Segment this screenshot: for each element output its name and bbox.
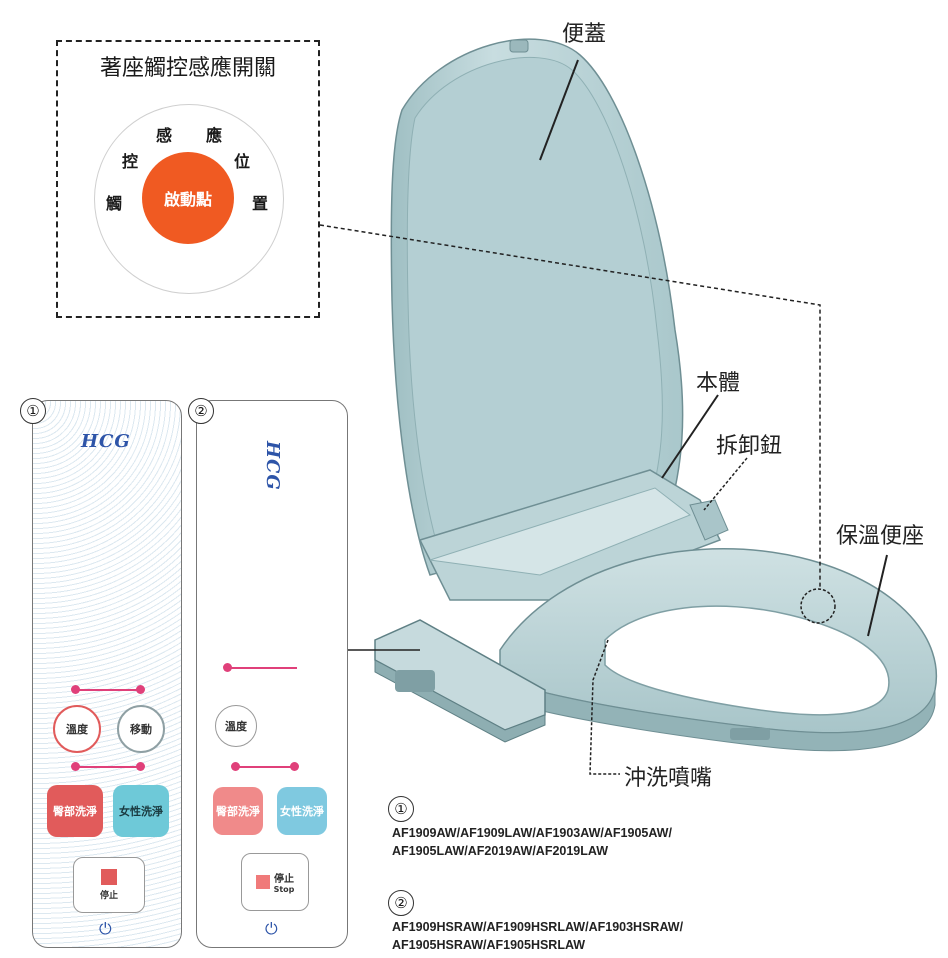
model-group-2-line-1: AF1909HSRAW/AF1909HSRLAW/AF1903HSRAW/ (392, 920, 684, 934)
power-icon: ⏻ (99, 919, 112, 938)
remote-2-rear-wash-button[interactable]: 臀部洗淨 (213, 787, 263, 835)
remote-2-temp-button[interactable]: 溫度 (215, 705, 257, 747)
activation-point: 啟動點 (142, 152, 234, 244)
stop-square-icon (101, 869, 117, 885)
ring-char-1: 感 (156, 126, 173, 145)
remote-1-move-button[interactable]: 移動 (117, 705, 165, 753)
model-group-2-line-2: AF1905HSRAW/AF1905HSRLAW (392, 938, 586, 952)
remote-1-stop-label: 停止 (99, 891, 118, 901)
ring-char-5: 觸 (106, 194, 123, 213)
remote-2-stop-label-en: Stop (273, 885, 295, 894)
label-nozzle: 沖洗噴嘴 (624, 766, 713, 791)
ring-char-6: 置 (252, 194, 269, 213)
sensor-callout-title: 著座觸控感應開關 (99, 56, 276, 81)
remote-1-rear-wash-button[interactable]: 臀部洗淨 (47, 785, 103, 837)
label-lid: 便蓋 (562, 22, 607, 47)
ring-char-3: 控 (122, 152, 139, 171)
label-heated-seat: 保溫便座 (836, 524, 925, 549)
remote-1: HCG 溫度 移動 臀部洗淨 女性洗淨 停止 ⏻ (32, 400, 182, 948)
ring-char-4: 位 (234, 152, 251, 171)
remote-2-front-wash-button[interactable]: 女性洗淨 (277, 787, 327, 835)
ring-char-2: 應 (206, 126, 223, 145)
remote-2-logo: HCG (262, 441, 283, 491)
remote-1-number: ① (20, 398, 46, 424)
remote-1-front-wash-button[interactable]: 女性洗淨 (113, 785, 169, 837)
stop-square-icon (255, 875, 270, 889)
sensor-position-marker (800, 588, 836, 624)
remote-1-stop-button[interactable]: 停止 (73, 857, 145, 913)
model-group-1-number: ① (388, 796, 414, 822)
remote-1-logo: HCG (81, 431, 131, 452)
remote-2-number: ② (188, 398, 214, 424)
power-icon: ⏻ (265, 919, 278, 938)
model-group-2-number: ② (388, 890, 414, 916)
model-group-1-line-2: AF1905LAW/AF2019AW/AF2019LAW (392, 844, 609, 858)
label-release-button: 拆卸鈕 (716, 434, 783, 459)
remote-1-temp-button[interactable]: 溫度 (53, 705, 101, 753)
remote-2-stop-button[interactable]: 停止 Stop (241, 853, 309, 911)
sensor-switch-callout: 著座觸控感應開關 啟動點 感 應 控 位 觸 置 (56, 40, 320, 318)
remote-2: HCG 溫度 臀部洗淨 女性洗淨 停止 Stop ⏻ (196, 400, 348, 948)
remote-2-stop-label: 停止 (274, 874, 294, 885)
label-body: 本體 (696, 371, 741, 396)
model-group-1-line-1: AF1909AW/AF1909LAW/AF1903AW/AF1905AW/ (392, 826, 672, 840)
